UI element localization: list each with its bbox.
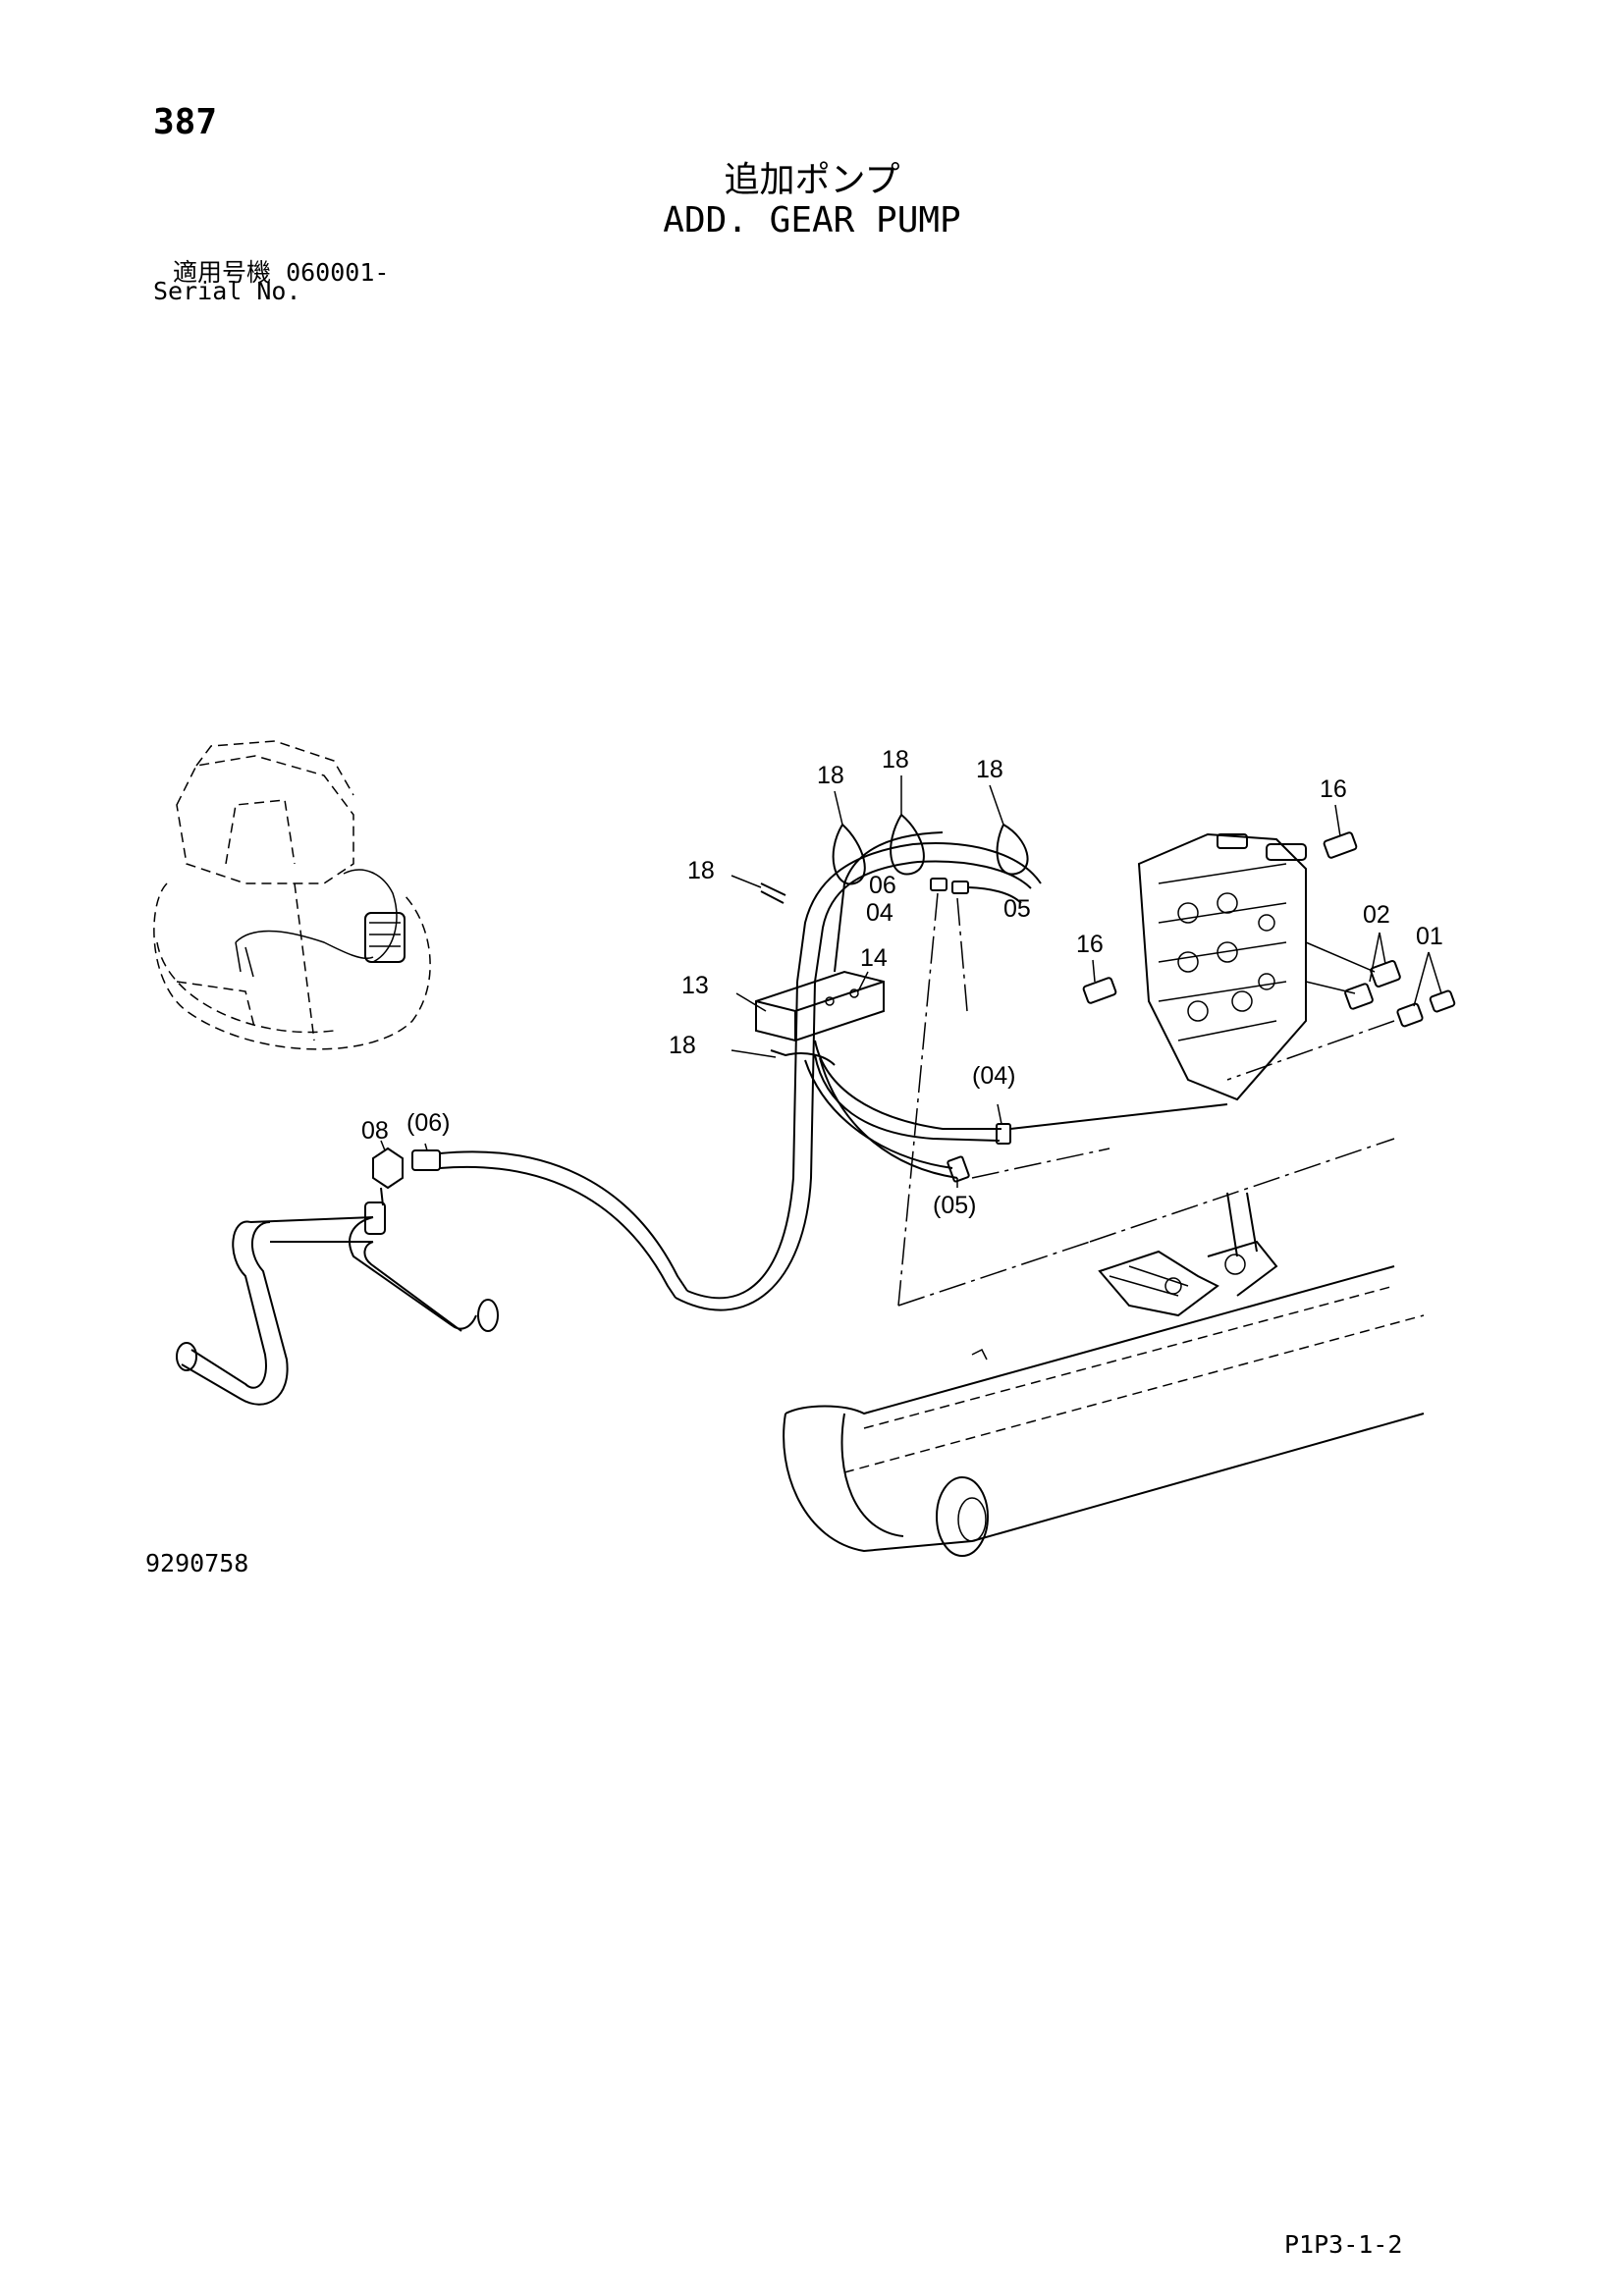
callout-13: 13 bbox=[681, 972, 709, 999]
page-reference-code: P1P3-1-2 bbox=[1284, 2230, 1403, 2259]
drawing-number: 9290758 bbox=[145, 1549, 249, 1577]
serial-label-english: Serial No. bbox=[153, 277, 301, 305]
serial-value: 060001- bbox=[286, 258, 390, 287]
boom-illustration bbox=[783, 1192, 1425, 1557]
page-number: 387 bbox=[153, 102, 218, 142]
callout-18: 18 bbox=[687, 857, 715, 884]
callout-16: 16 bbox=[1320, 775, 1347, 803]
callout-05: 05 bbox=[1003, 895, 1031, 923]
callout-18: 18 bbox=[882, 746, 909, 774]
page-title-english: ADD. GEAR PUMP bbox=[663, 200, 961, 240]
suction-pipe-illustration bbox=[176, 1147, 499, 1406]
callout-01: 01 bbox=[1416, 923, 1443, 950]
page-title-japanese: 追加ポンプ bbox=[724, 160, 900, 200]
control-valve-illustration bbox=[1137, 832, 1307, 1101]
callout-06-hose: (06) bbox=[406, 1109, 450, 1137]
callout-06: 06 bbox=[869, 872, 896, 899]
callout-04: 04 bbox=[866, 899, 893, 927]
callout-14: 14 bbox=[860, 944, 888, 972]
hose-bundle-illustration bbox=[796, 831, 1228, 1183]
fittings-04-05-06-illustration bbox=[930, 878, 1022, 904]
serial-label-japanese: 適用号機 bbox=[173, 258, 272, 287]
clamp-13-14-illustration bbox=[755, 970, 885, 1042]
callout-04-hose: (04) bbox=[972, 1062, 1015, 1090]
callout-05-hose: (05) bbox=[933, 1192, 976, 1219]
leader-lines bbox=[380, 775, 1442, 1188]
callout-labels: 18 18 18 18 18 16 16 06 04 05 02 01 14 1… bbox=[361, 746, 1443, 1219]
clip-18-illustrations bbox=[760, 814, 1029, 1066]
valve-fittings-illustration bbox=[1082, 831, 1456, 1028]
callout-18: 18 bbox=[817, 762, 844, 789]
routing-lines bbox=[897, 892, 1395, 1307]
callout-08: 08 bbox=[361, 1117, 389, 1145]
callout-02: 02 bbox=[1363, 901, 1390, 929]
callout-18: 18 bbox=[976, 756, 1003, 783]
machine-overview-illustration bbox=[153, 740, 431, 1050]
callout-18: 18 bbox=[669, 1032, 696, 1059]
callout-16: 16 bbox=[1076, 931, 1104, 958]
serial-line-japanese: 適用号機 060001- bbox=[173, 253, 389, 289]
hose-06-illustration bbox=[411, 981, 816, 1311]
